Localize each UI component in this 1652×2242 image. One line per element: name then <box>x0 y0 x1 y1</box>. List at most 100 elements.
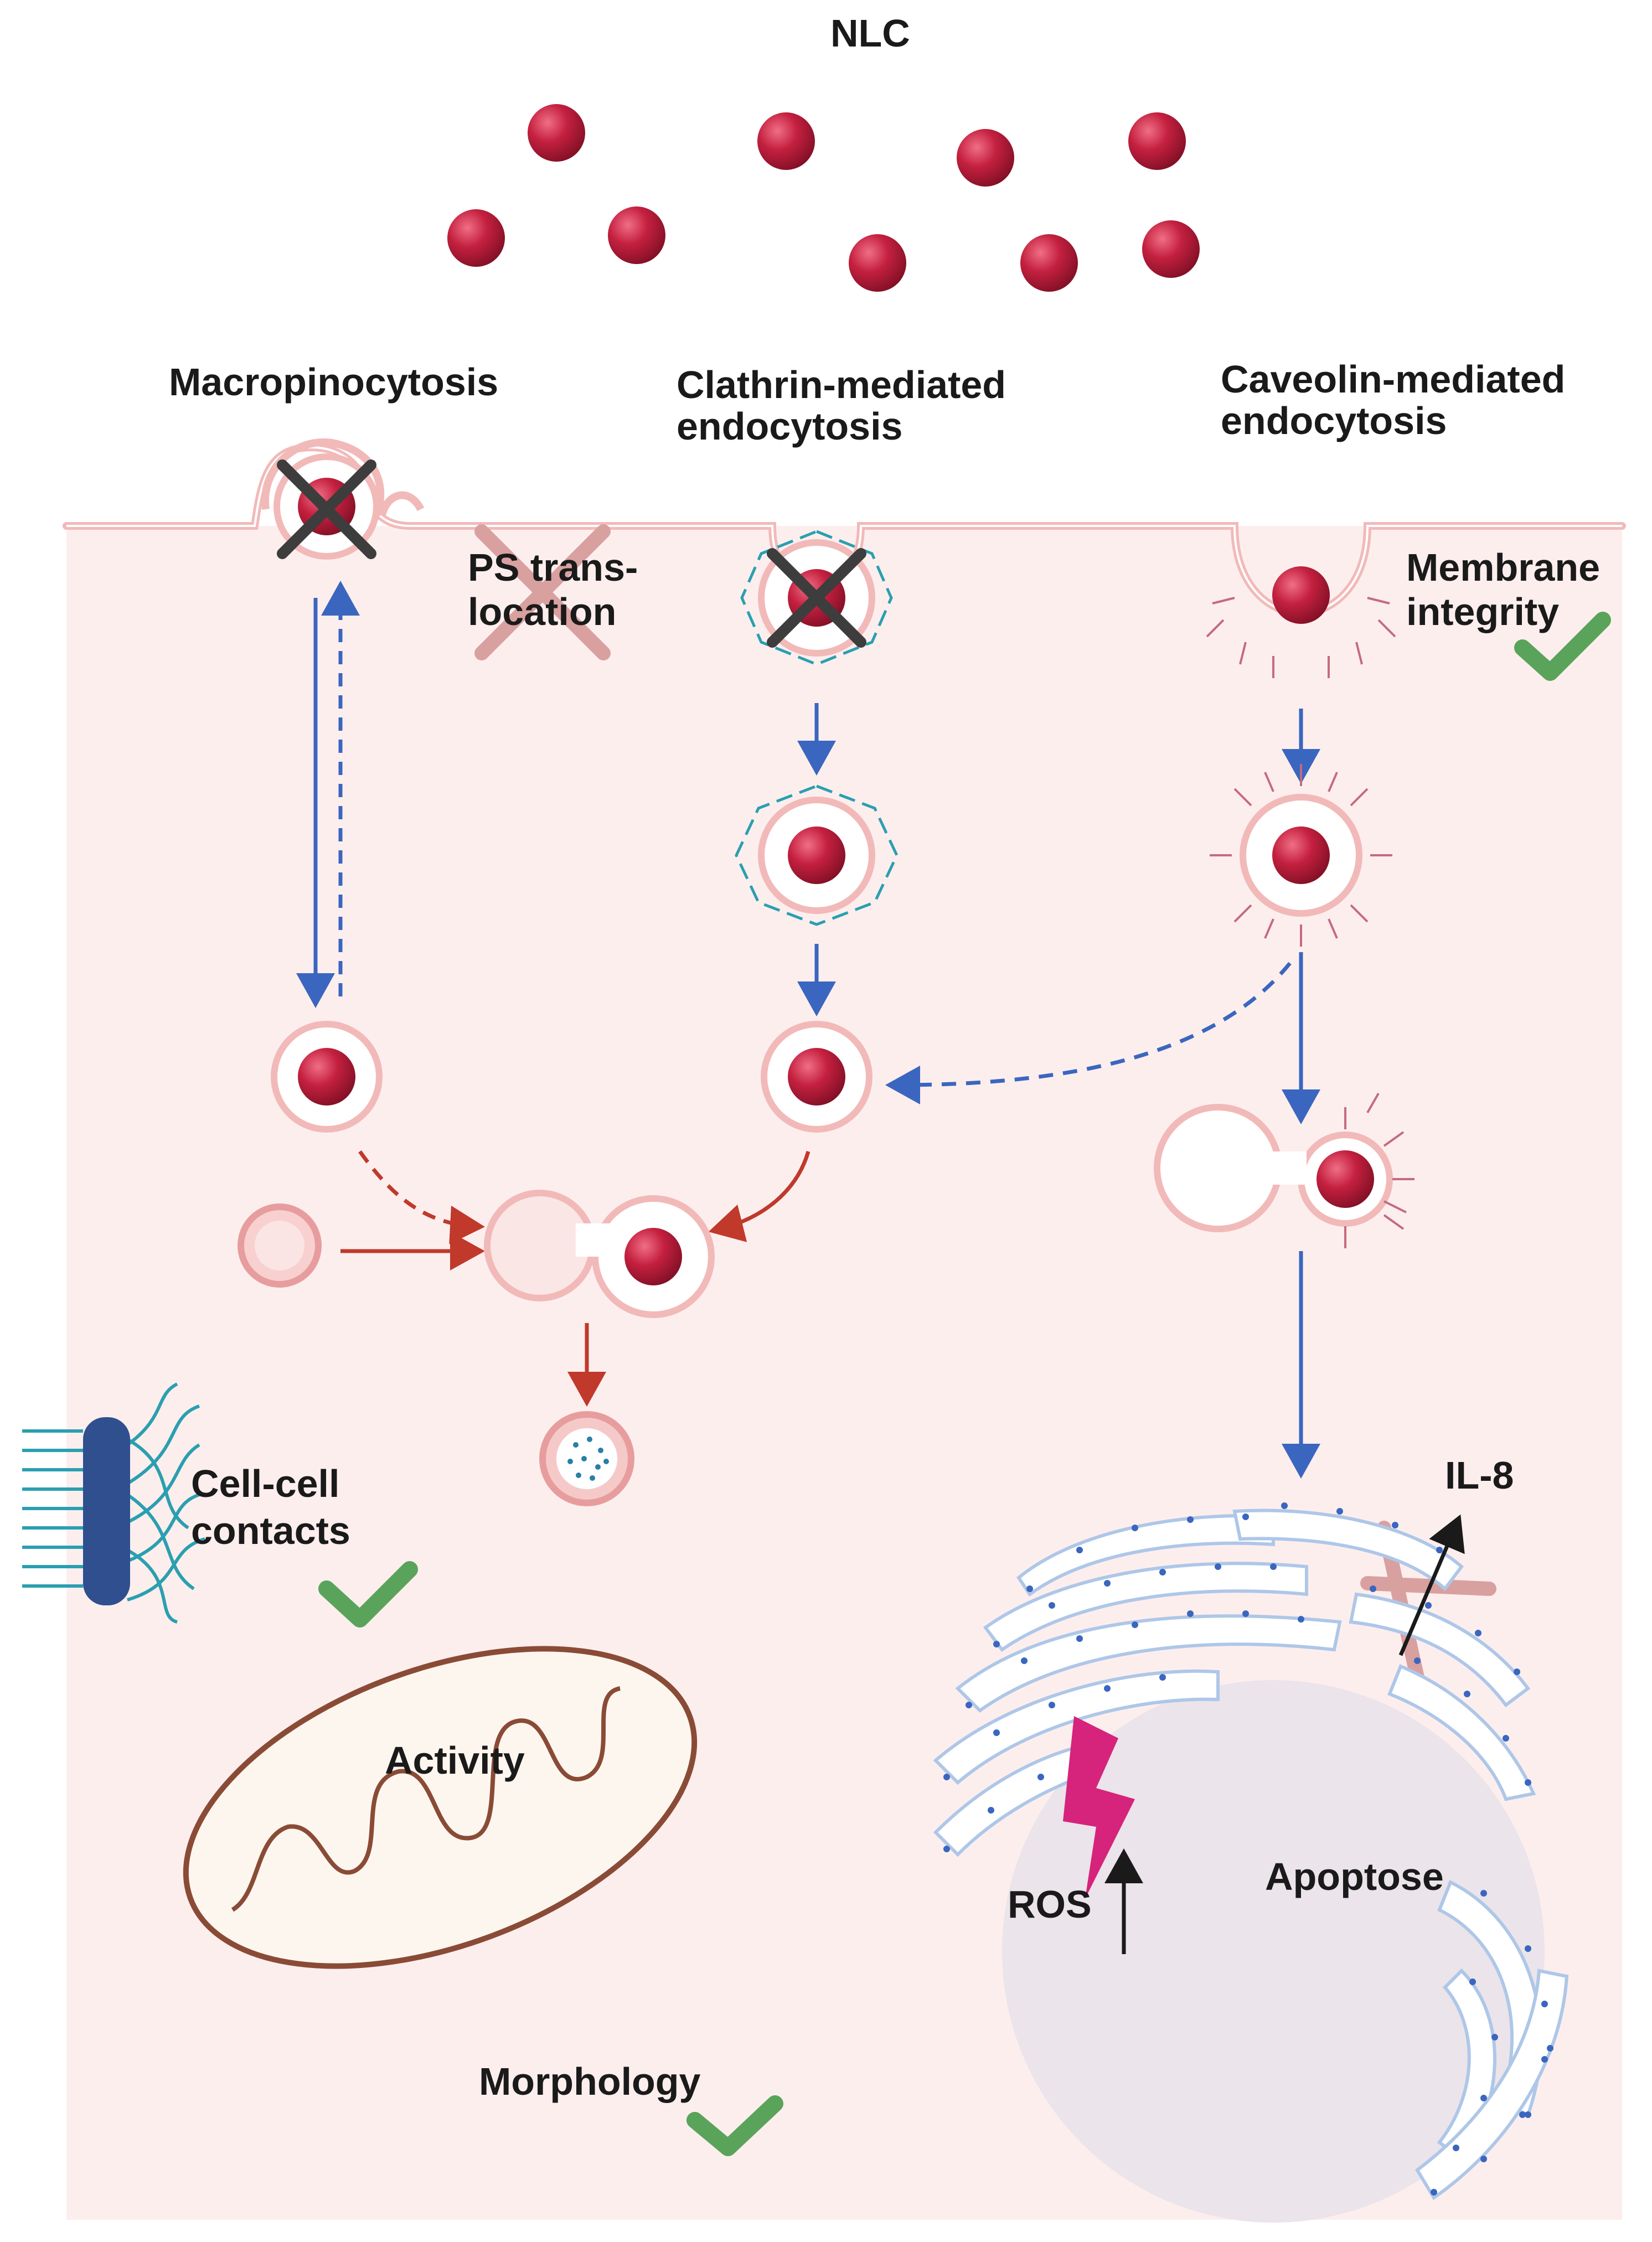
junction-icon <box>22 1382 205 1624</box>
ribosome-dot <box>1076 1547 1083 1553</box>
ribosome-dot <box>988 1807 994 1814</box>
degraded-vesicle <box>539 1411 634 1506</box>
cross-icon <box>277 459 866 648</box>
ribosome-dot <box>1021 1657 1028 1664</box>
nanoparticle-icon <box>1128 112 1186 170</box>
ribosome-dot <box>1159 1569 1166 1575</box>
label-contacts-1: Cell-cell <box>191 1462 340 1505</box>
ribosome-dot <box>1049 1702 1055 1708</box>
pathway-arrows <box>296 581 1320 1479</box>
label-activity: Activity <box>385 1739 525 1782</box>
ribosome-dot <box>1525 1945 1531 1952</box>
nanoparticle-icon <box>1317 1150 1374 1208</box>
ribosome-dot <box>1270 1563 1277 1570</box>
ribosome-dot <box>1525 1779 1531 1786</box>
ribosome-dot <box>1464 1691 1470 1697</box>
arrow-endosome-to-lysosome <box>708 1151 810 1242</box>
nanoparticle-icon <box>447 209 505 267</box>
ribosome-dot <box>943 1846 950 1852</box>
label-macropinocytosis: Macropinocytosis <box>169 360 499 404</box>
arrow-macro-to-lysosome <box>358 1150 485 1244</box>
ribosome-dot <box>1104 1685 1111 1692</box>
ribosome-dot <box>1159 1674 1166 1681</box>
label-membrane-2: integrity <box>1406 590 1560 633</box>
ribosome-dots <box>943 1502 1553 2195</box>
fusing-vesicles <box>484 1190 715 1318</box>
label-ps-1: PS trans- <box>468 546 638 589</box>
ribosome-dot <box>1503 1735 1509 1742</box>
ribosome-dot <box>1215 1563 1221 1570</box>
arrow-il8 <box>1398 1514 1465 1656</box>
ribosome-dot <box>1104 1580 1111 1587</box>
ribosome-dot <box>1436 1547 1443 1553</box>
ribosome-dot <box>1076 1635 1083 1642</box>
ribosome-dot <box>993 1729 1000 1736</box>
nucleus-icon <box>1002 1680 1545 2223</box>
nanoparticle-icon <box>1020 234 1078 292</box>
title-nlc: NLC <box>830 12 910 55</box>
ribosome-dot <box>1491 2034 1498 2040</box>
label-apoptose: Apoptose <box>1265 1855 1444 1898</box>
nanoparticle-icon <box>1272 826 1330 884</box>
nanoparticle-icon <box>1272 566 1330 624</box>
ribosome-dot <box>1281 1502 1288 1509</box>
ribosome-dot <box>1541 2001 1548 2007</box>
ribosome-dot <box>1480 2156 1487 2162</box>
ribosome-dot <box>1132 1621 1138 1628</box>
label-membrane-1: Membrane <box>1406 546 1601 589</box>
ribosome-dot <box>1187 1516 1194 1523</box>
ribosome-dot <box>1132 1525 1138 1531</box>
ribosome-dot <box>943 1774 950 1780</box>
lightning-icon <box>1063 1716 1135 1899</box>
ribosome-dot <box>1049 1602 1055 1609</box>
nanoparticle-icon <box>788 1048 845 1105</box>
ribosome-dot <box>1547 2045 1553 2052</box>
ribosome-dot <box>1475 1630 1481 1636</box>
ribosome-dot <box>1425 1602 1432 1609</box>
nanoparticle-icon <box>624 1228 682 1285</box>
ribosome-dot <box>1037 1774 1044 1780</box>
ribosome-dot <box>1187 1610 1194 1617</box>
caveolin-pit <box>1206 597 1396 678</box>
label-contacts-2: contacts <box>191 1509 350 1552</box>
ribosome-dot <box>1370 1585 1376 1592</box>
label-caveolin-1: Caveolin-mediated <box>1221 358 1566 401</box>
label-ros: ROS <box>1008 1883 1092 1926</box>
ribosome-dot <box>993 1641 1000 1647</box>
ribosome-dot <box>1392 1522 1398 1528</box>
ribosome-dot <box>1026 1585 1033 1592</box>
nanoparticle-icon <box>957 129 1014 187</box>
ribosome-dot <box>1469 1978 1476 1985</box>
arrow-caveolin-to-endosome <box>885 962 1292 1104</box>
nanoparticle-icon <box>528 104 585 162</box>
mitochondrion-icon <box>183 1646 698 1969</box>
ribosome-dot <box>1519 2111 1526 2118</box>
ribosome-dot <box>1480 1890 1487 1897</box>
ribosome-dot <box>1514 1668 1520 1675</box>
label-clathrin-1: Clathrin-mediated <box>677 363 1006 406</box>
nanoparticle-icon <box>608 206 665 264</box>
nanoparticle-icon <box>1142 220 1200 278</box>
ribosome-dot <box>1431 2189 1437 2195</box>
nanoparticle-icon <box>298 1048 355 1105</box>
ribosome-dot <box>1414 1657 1421 1664</box>
label-ps-2: location <box>468 590 617 633</box>
ribosome-dot <box>1480 2095 1487 2101</box>
ribosome-dot <box>1242 1513 1249 1520</box>
ribosome-dot <box>1242 1610 1249 1617</box>
ribosome-dot <box>966 1702 972 1708</box>
lysosome <box>238 1203 322 1288</box>
ribosome-dot <box>1453 2145 1459 2151</box>
nanoparticle-icon <box>849 234 906 292</box>
label-il8: IL-8 <box>1445 1454 1514 1497</box>
endoplasmic-reticulum-icon <box>933 1509 1569 2200</box>
label-caveolin-2: endocytosis <box>1221 399 1447 442</box>
ribosome-dot <box>1525 2111 1531 2118</box>
nanoparticle-icon <box>788 826 845 884</box>
nanoparticle-icon <box>757 112 815 170</box>
label-clathrin-2: endocytosis <box>677 405 903 448</box>
ribosome-dot <box>1298 1616 1304 1623</box>
ribosome-dot <box>1541 2056 1548 2063</box>
